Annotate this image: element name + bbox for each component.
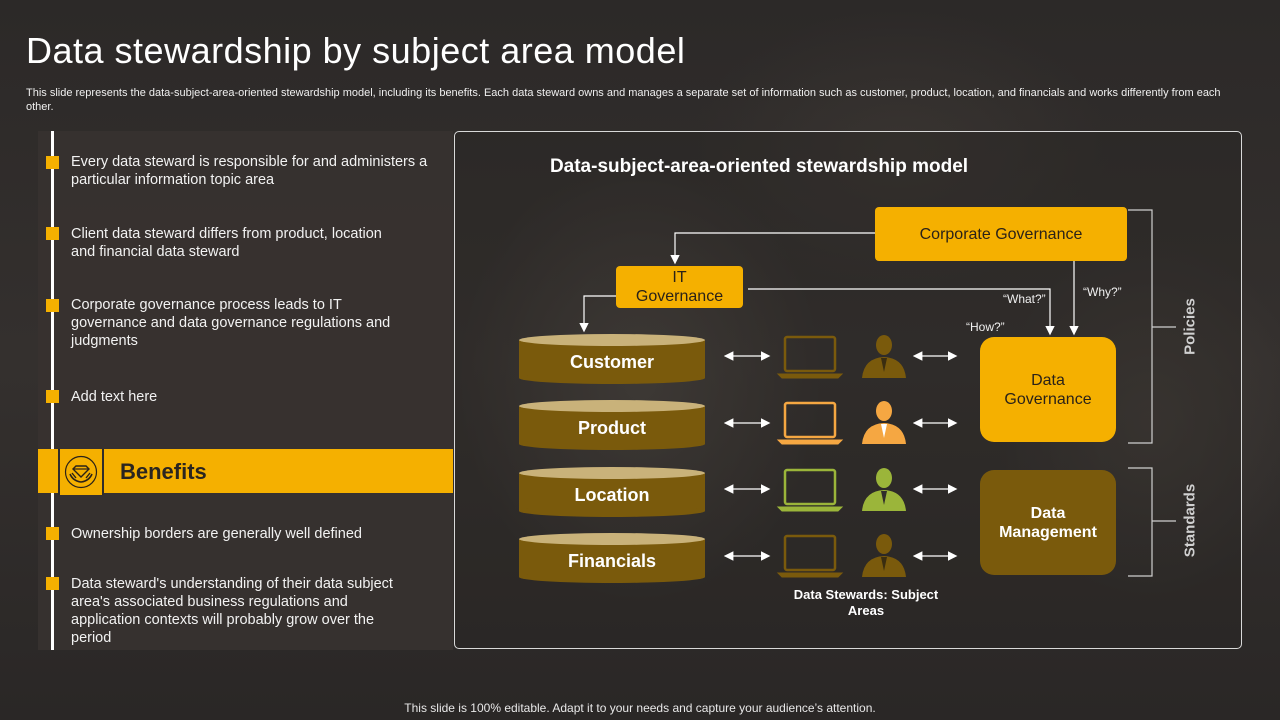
hands-diamond-icon — [64, 455, 98, 489]
page-title: Data stewardship by subject area model — [26, 30, 686, 71]
person-icon — [862, 468, 906, 511]
point-text: Add text here — [71, 389, 158, 405]
benefit-text: Ownership borders are generally well def… — [71, 526, 362, 542]
left-panel: Every data steward is responsible for an… — [38, 131, 453, 650]
laptop-icon — [776, 534, 844, 578]
bullet-marker — [46, 299, 59, 312]
benefits-header — [38, 449, 453, 493]
benefit-text: Data steward's understanding of their da… — [71, 576, 393, 646]
person-icon — [862, 335, 906, 378]
stewards-label: Data Stewards: Subject Areas — [793, 587, 939, 618]
cylinder-location — [519, 467, 705, 517]
corporate-governance-box: Corporate Governance — [875, 207, 1127, 261]
cylinder-product — [519, 400, 705, 450]
data-management-box: Data Management — [980, 470, 1116, 575]
person-icon — [862, 401, 906, 444]
data-governance-box: Data Governance — [980, 337, 1116, 442]
laptop-icon — [776, 401, 844, 445]
person-icon — [862, 534, 906, 577]
point-text: Corporate governance process leads to IT… — [71, 297, 391, 349]
laptop-icon — [776, 468, 844, 512]
how-label: “How?” — [966, 320, 1005, 334]
bullet-marker — [46, 577, 59, 590]
it-to-customer-arrow — [579, 295, 616, 333]
standards-label: Standards — [1181, 483, 1199, 558]
point-text: Every data steward is responsible for an… — [71, 154, 428, 188]
footer-note: This slide is 100% editable. Adapt it to… — [404, 701, 876, 715]
bullet-marker — [46, 390, 59, 403]
bullet-marker — [46, 527, 59, 540]
laptop-icon — [776, 335, 844, 379]
diagram-title: Data-subject-area-oriented stewardship m… — [549, 156, 969, 177]
corp-to-it-arrow — [670, 232, 875, 265]
benefits-icon-box — [58, 449, 104, 495]
cylinder-customer — [519, 334, 705, 384]
standards-bracket — [1128, 467, 1153, 577]
cylinder-financials — [519, 533, 705, 583]
row-arrows — [723, 351, 958, 561]
subject-area-label: Product — [577, 418, 646, 438]
policies-bracket — [1128, 209, 1153, 444]
it-governance-box: IT Governance — [616, 266, 743, 308]
why-label: “Why?” — [1083, 285, 1122, 299]
subject-area-label: Financials — [567, 551, 657, 571]
what-label: “What?” — [1003, 292, 1046, 306]
subject-area-label: Customer — [569, 352, 654, 372]
bullet-marker — [46, 156, 59, 169]
bullet-marker — [46, 227, 59, 240]
point-text: Client data steward differs from product… — [71, 226, 382, 260]
policies-label: Policies — [1181, 298, 1199, 355]
page-subtitle: This slide represents the data-subject-a… — [26, 87, 1221, 113]
subject-area-label: Location — [574, 485, 650, 505]
benefits-label: Benefits — [120, 459, 207, 484]
what-arrow — [748, 288, 1055, 336]
